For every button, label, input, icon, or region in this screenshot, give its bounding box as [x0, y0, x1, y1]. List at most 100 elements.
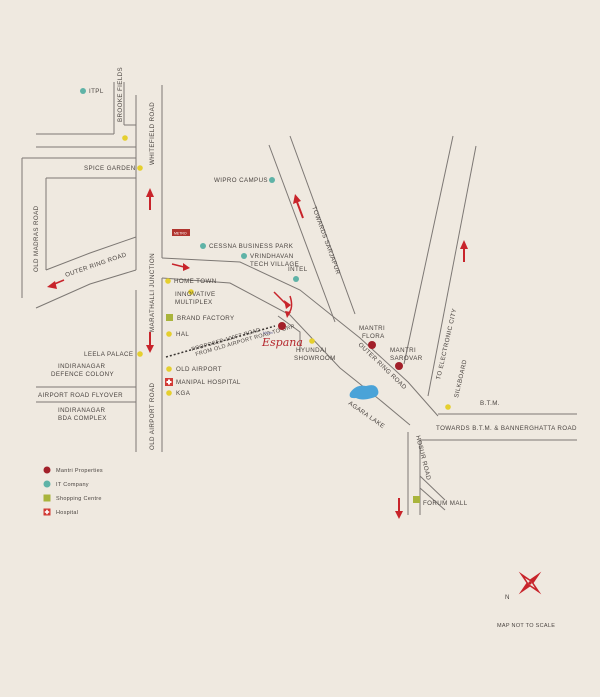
legend-label-hospital: Hospital: [56, 510, 78, 516]
landmark-marker-icon: [137, 351, 143, 357]
project-name: Espana: [261, 336, 303, 349]
landmark-marker-icon: [122, 135, 128, 141]
it-company-marker-icon: [241, 253, 247, 259]
agara-lake-shape: [349, 385, 379, 400]
place-label-hyundai-2: SHOWROOM: [294, 355, 336, 362]
road-label-hosur-road: HOSUR ROAD: [414, 435, 432, 481]
landmark-marker-icon: [309, 338, 315, 344]
place-label-hyundai-1: HYUNDAI: [296, 347, 327, 354]
place-label-home-town: HOME TOWN: [174, 278, 217, 285]
outer-ring-road-east-north: [161, 257, 439, 417]
arrow-right-icon: [171, 263, 190, 271]
place-label-leela-palace: LEELA PALACE: [84, 351, 133, 358]
it-company-marker-icon: [269, 177, 275, 183]
arrow-right-icon: [273, 291, 291, 309]
shopping-centre-marker-icon: [413, 496, 420, 503]
forum-road-north: [419, 475, 446, 501]
place-label-manipal-hospital: MANIPAL HOSPITAL: [176, 379, 241, 386]
place-label-indiranagar-dc-1: INDIRANAGAR: [58, 363, 106, 370]
place-label-vrindhavan-2: TECH VILLAGE: [250, 261, 299, 268]
arrow-down-icon: [146, 332, 154, 353]
landmark-marker-icon: [137, 165, 143, 171]
legend-hospital-icon: [43, 508, 51, 516]
place-label-brand-factory: BRAND FACTORY: [177, 315, 235, 322]
legend-mantri-icon: [43, 466, 51, 474]
forum-road-south: [419, 487, 446, 511]
sarjapur-road-east: [289, 135, 356, 315]
mantri-property-marker-icon: [368, 341, 376, 349]
map-legend: Mantri Properties IT Company Shopping Ce…: [43, 466, 103, 516]
place-label-old-airport: OLD AIRPORT: [176, 366, 222, 373]
arrow-up-right-icon: [293, 194, 304, 219]
place-label-agara-lake: AGARA LAKE: [347, 400, 386, 430]
place-label-spice-garden: SPICE GARDEN: [84, 165, 136, 172]
place-label-vrindhavan-1: VRINDHAVAN: [250, 253, 294, 260]
road-network: [21, 82, 577, 515]
legend-shopping-icon: [43, 494, 51, 502]
place-label-cessna: CESSNA BUSINESS PARK: [209, 243, 294, 250]
place-label-indiranagar-dc-2: DEFENCE COLONY: [51, 371, 114, 378]
electronic-city-road-west: [403, 135, 454, 365]
place-label-mantri-sarovar-1: MANTRI: [390, 347, 416, 354]
road-label-brooke-fields: BROOKE FIELDS: [117, 67, 124, 122]
legend-it-company-icon: [43, 480, 51, 488]
legend-label-mantri: Mantri Properties: [56, 468, 103, 474]
place-label-indiranagar-bda-2: BDA COMPLEX: [58, 415, 107, 422]
hospital-marker-icon: [165, 378, 173, 386]
shopping-centre-marker-icon: [166, 314, 173, 321]
place-label-mantri-flora-1: MANTRI: [359, 325, 385, 332]
road-label-old-airport-road: OLD AIRPORT ROAD: [149, 382, 156, 450]
project-brand: Mantri: [263, 331, 273, 335]
road-label-outer-ring-road-west: OUTER RING ROAD: [64, 251, 127, 279]
arrow-left-icon: [47, 279, 65, 289]
road-label-to-electronic-city: TO ELECTRONIC CITY: [435, 308, 458, 381]
road-label-whitefield-road: WHITEFIELD ROAD: [149, 102, 156, 165]
compass-north-label: N: [505, 594, 510, 601]
place-label-forum-mall: FORUM MALL: [423, 500, 468, 507]
place-label-innovative-2: MULTIPLEX: [175, 299, 213, 306]
landmark-marker-icon: [165, 278, 171, 284]
landmark-marker-icon: [188, 289, 194, 295]
landmark-marker-icon: [445, 404, 451, 410]
road-label-silkboard: SILKBOARD: [453, 359, 469, 399]
proposed-road-dashed: [165, 325, 276, 358]
it-company-marker-icon: [80, 88, 86, 94]
compass-rose-icon: [518, 571, 542, 595]
landmark-marker-icon: [166, 331, 172, 337]
place-label-wipro-campus: WIPRO CAMPUS: [214, 177, 268, 184]
traffic-arrows: [47, 188, 468, 519]
outer-ring-road-west-south: [35, 269, 137, 309]
arrow-down-icon: [285, 295, 293, 318]
landmark-marker-icon: [166, 390, 172, 396]
road-label-airport-road-flyover: AIRPORT ROAD FLYOVER: [38, 392, 123, 399]
it-company-marker-icon: [200, 243, 206, 249]
project-side-road: [277, 315, 301, 352]
it-company-marker-icon: [293, 276, 299, 282]
place-label-itpl: ITPL: [89, 88, 104, 95]
metro-sign: [172, 229, 190, 236]
place-label-mantri-sarovar-2: SAROVAR: [390, 355, 423, 362]
mantri-property-marker-icon: [395, 362, 403, 370]
road-label-old-madras-road: OLD MADRAS ROAD: [33, 205, 40, 272]
legend-label-shopping: Shopping Centre: [56, 496, 102, 502]
sarjapur-road-west: [268, 144, 336, 323]
place-label-kga: KGA: [176, 390, 191, 397]
metro-sign-label: METRO: [174, 232, 187, 236]
place-label-innovative-1: INNOVATIVE: [175, 291, 216, 298]
arrow-up-icon: [460, 240, 468, 262]
road-label-towards-sarjapur: TOWARDS SARJAPUR: [310, 205, 341, 276]
outer-ring-road-west-north: [45, 236, 137, 271]
road-label-marathalli-junction: MARATHALLI JUNCTION: [149, 253, 156, 332]
place-label-hal: HAL: [176, 331, 189, 338]
outer-ring-road-east-south: [161, 277, 411, 426]
place-label-indiranagar-bda-1: INDIRANAGAR: [58, 407, 106, 414]
road-label-btm: B.T.M.: [480, 400, 500, 407]
place-label-mantri-flora-2: FLORA: [362, 333, 385, 340]
arrow-up-icon: [146, 188, 154, 210]
mantri-property-marker-icon: [278, 322, 286, 330]
road-label-towards-btm: TOWARDS B.T.M. & BANNERGHATTA ROAD: [436, 425, 577, 432]
electronic-city-road-east: [427, 145, 477, 397]
legend-label-it-company: IT Company: [56, 482, 89, 488]
